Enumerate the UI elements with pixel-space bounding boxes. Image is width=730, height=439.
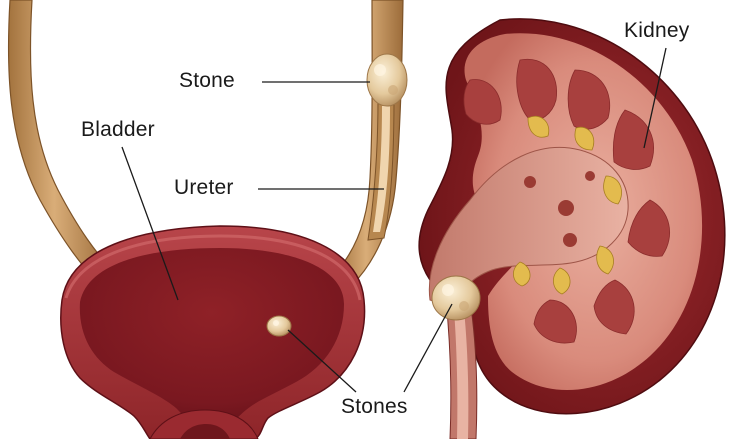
ureter-stone <box>367 54 407 106</box>
stone-label: Stone <box>179 70 235 91</box>
kidney-label: Kidney <box>624 20 689 41</box>
bladder-stone <box>267 316 291 336</box>
stones-label: Stones <box>341 396 408 417</box>
ureter-label: Ureter <box>174 177 234 198</box>
bladder-label: Bladder <box>81 119 155 140</box>
right-ureter <box>336 0 403 285</box>
kidney-ureter <box>446 300 477 439</box>
bladder <box>61 226 365 439</box>
stones-leader-kidney <box>404 304 452 392</box>
kidney-stone <box>432 276 480 320</box>
